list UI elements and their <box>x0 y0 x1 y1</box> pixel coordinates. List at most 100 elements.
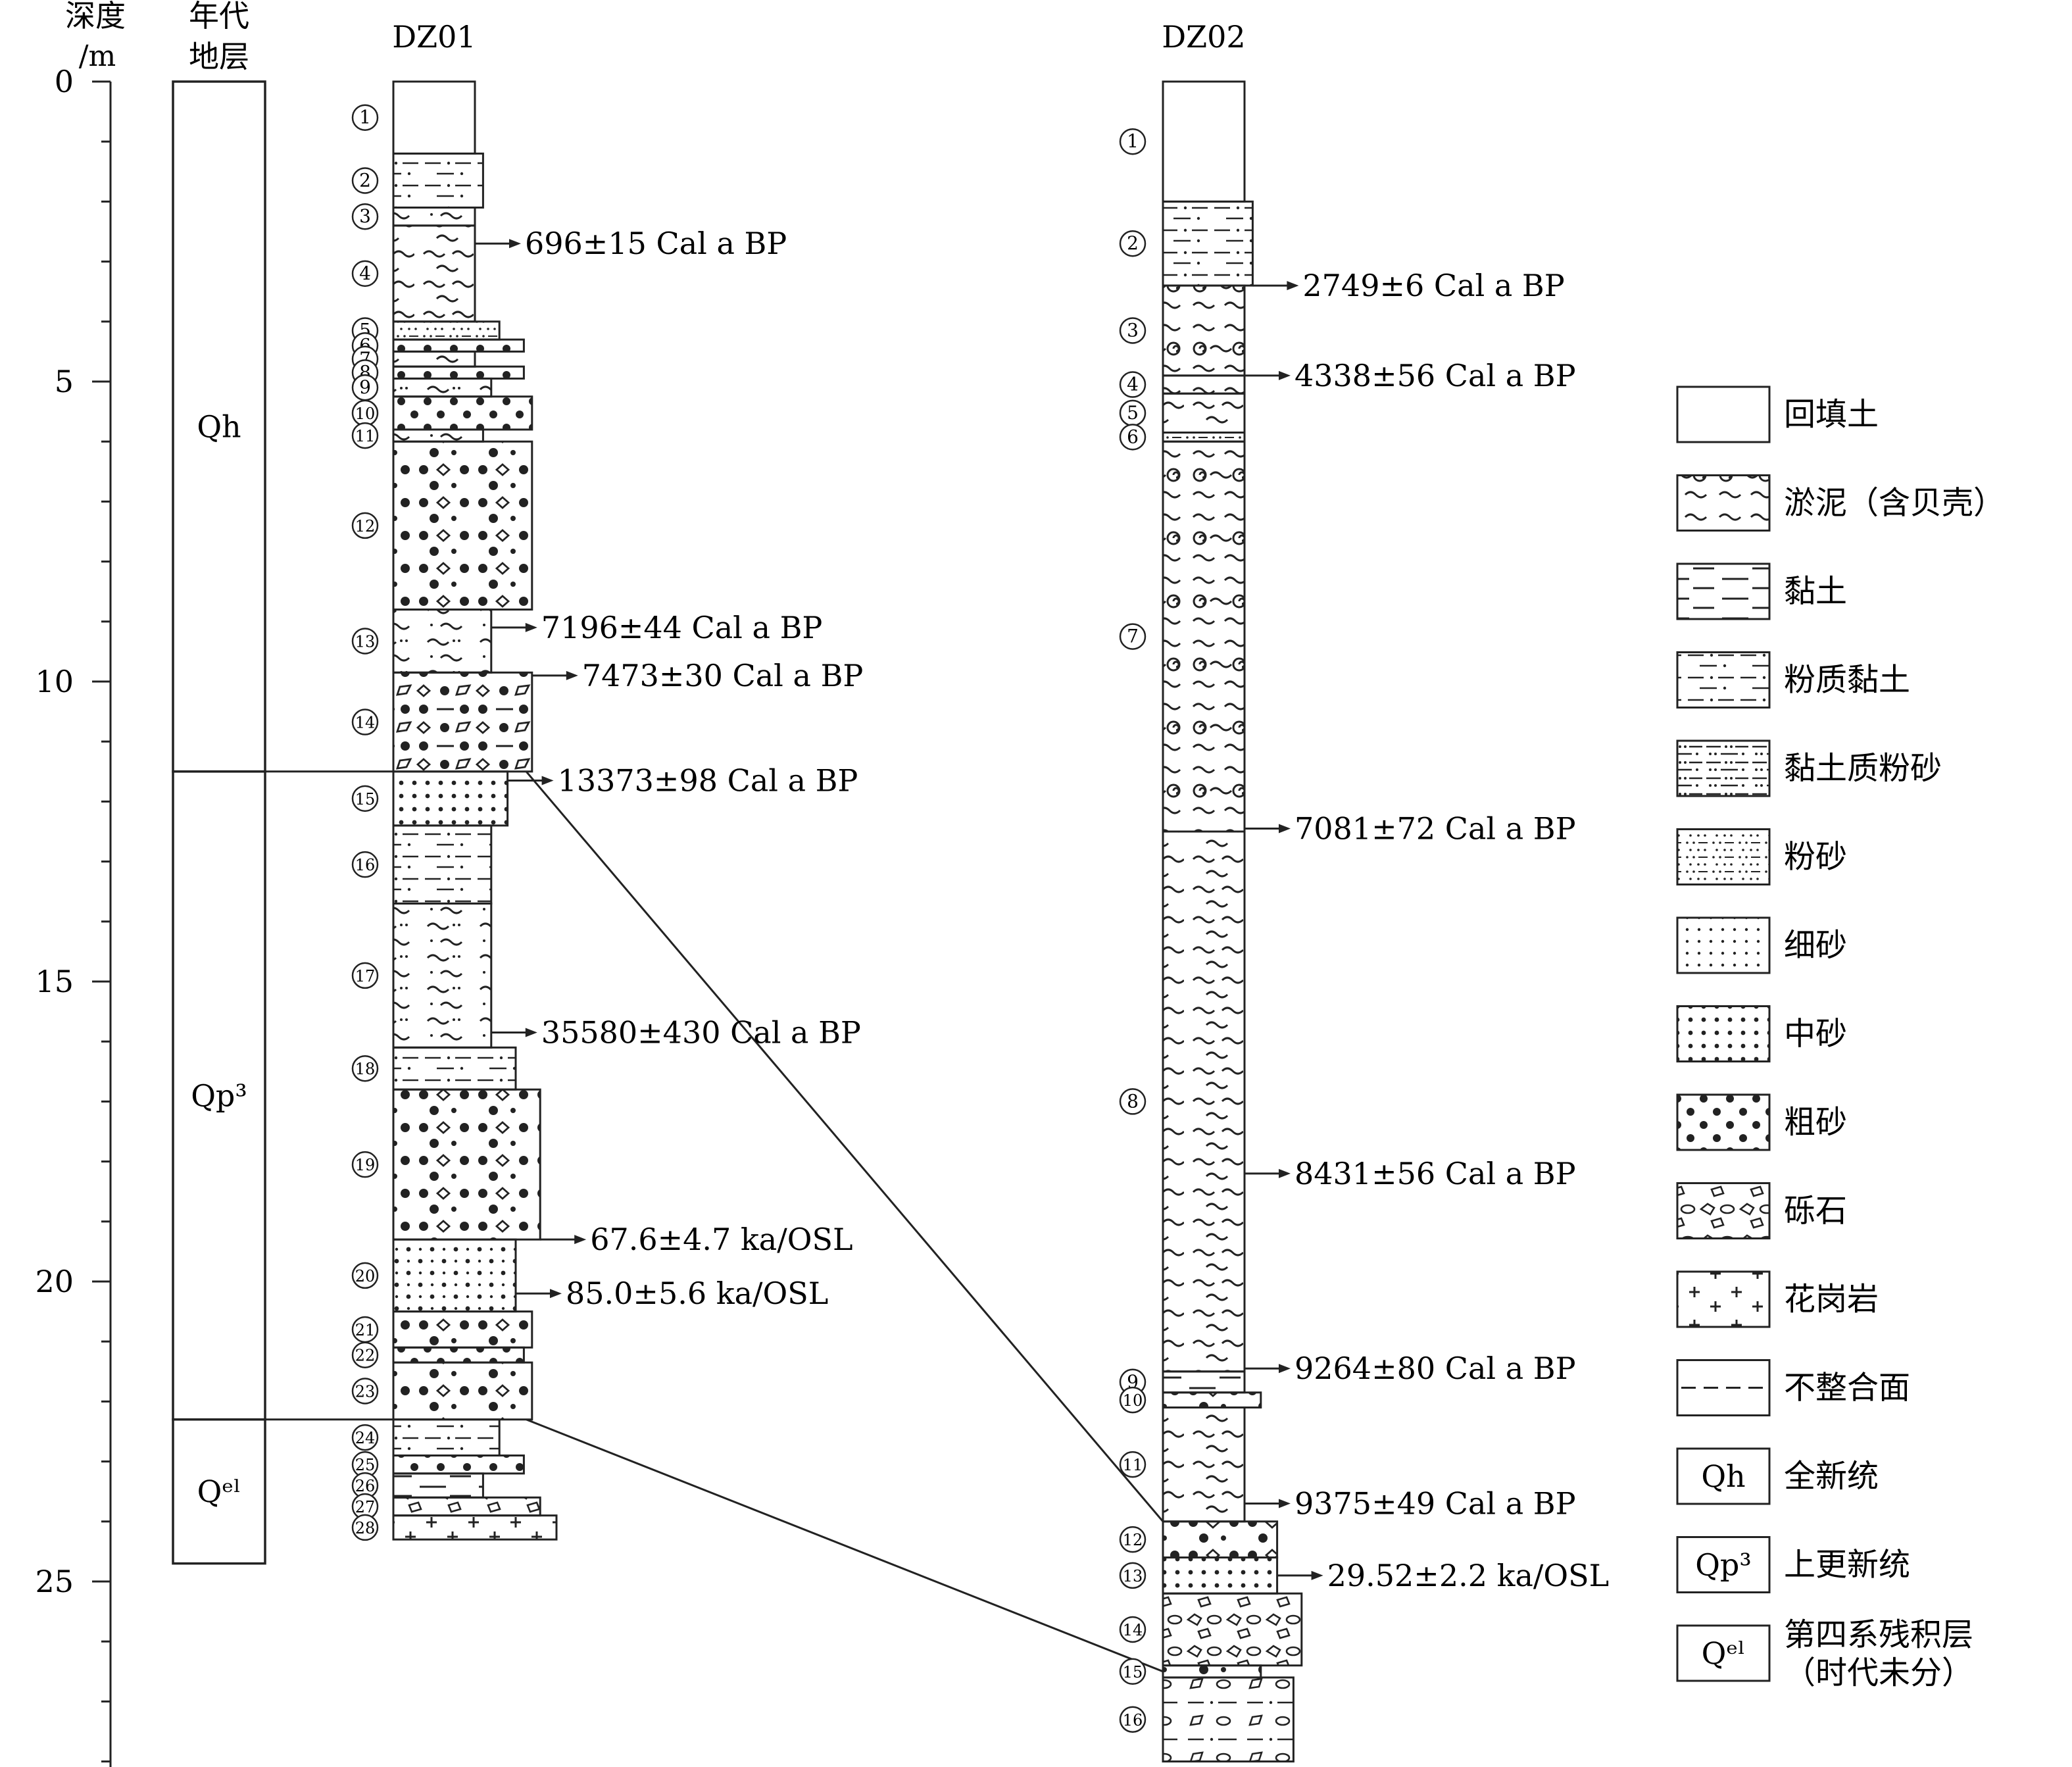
dz02-layer <box>1162 374 1246 395</box>
dz02-date-arrow <box>1279 1364 1291 1374</box>
dz01-layer-number: 12 <box>355 517 376 535</box>
dz01-layer <box>392 1472 484 1499</box>
dz01-layer <box>392 671 533 773</box>
dz02-layer-number-circle <box>1119 230 1147 257</box>
dz01-date-label: 7196±44 Cal a BP <box>541 610 823 645</box>
dz01-layer-number: 17 <box>355 967 376 985</box>
dz01-layer <box>392 1361 533 1421</box>
dz01-layer <box>392 152 484 209</box>
dz02-date-arrow <box>1287 281 1299 291</box>
depth-tick-label: 5 <box>55 364 74 399</box>
dz02-layer-number-circle <box>1119 1386 1147 1414</box>
correlation-line <box>525 770 1164 1522</box>
dz01-date-label: 696±15 Cal a BP <box>525 226 787 261</box>
dz01-layer-number: 24 <box>355 1429 376 1447</box>
dz02-layer <box>1162 830 1246 1373</box>
dz02-layer-number-circle <box>1119 623 1147 650</box>
dz02-layer-number: 7 <box>1127 626 1139 647</box>
dz01-date-label: 67.6±4.7 ka/OSL <box>590 1222 852 1257</box>
dz01-date-arrow <box>509 239 521 249</box>
dz01-layer <box>392 1514 558 1541</box>
dz01-layer-number: 14 <box>355 714 376 732</box>
dz02-layer <box>1162 80 1246 203</box>
dz02-layer <box>1162 1592 1303 1667</box>
dz02-layer-number-circle <box>1119 424 1147 451</box>
strat-unit-label: Qp³ <box>191 1078 247 1113</box>
correlation-line <box>526 1418 1164 1673</box>
dz02-date-label: 4338±56 Cal a BP <box>1295 358 1576 393</box>
dz01-layer <box>392 377 493 398</box>
dz01-layer-number: 26 <box>355 1477 376 1495</box>
dz01-layer-number-circle <box>351 1514 379 1541</box>
dz02-date-arrow <box>1279 1499 1291 1508</box>
legend-swatch-mud-shell <box>1676 474 1771 532</box>
dz02-layer-number: 3 <box>1127 319 1139 341</box>
dz01-layer-number-circle <box>351 104 379 131</box>
dz01-layer-number: 11 <box>355 427 376 445</box>
legend-swatch-medium-sand <box>1676 1005 1771 1062</box>
depth-axis-unit: /m <box>79 39 116 73</box>
depth-tick-label: 25 <box>35 1564 74 1599</box>
legend-label: 黏土质粉砂 <box>1784 750 1942 787</box>
dz01-date-arrow <box>541 776 554 785</box>
dz01-layer <box>392 1238 517 1313</box>
legend-label: 淤泥（含贝壳） <box>1784 485 2005 522</box>
dz02-layer-number: 13 <box>1123 1567 1143 1585</box>
dz01-layer <box>392 1310 533 1349</box>
dz01-layer <box>392 1496 541 1517</box>
dz01-layer-number-circle <box>351 851 379 878</box>
dz01-layer-number-circle <box>351 512 379 539</box>
dz01-layer-number: 15 <box>355 790 376 809</box>
strat-header-line2: 地层 <box>189 39 249 74</box>
dz01-layer-number-circle <box>351 1055 379 1082</box>
legend-label: 中砂 <box>1784 1016 1847 1053</box>
dz01-date-label: 7473±30 Cal a BP <box>582 658 864 693</box>
legend-label: 砾石 <box>1784 1193 1847 1230</box>
dz01-date-label: 85.0±5.6 ka/OSL <box>566 1276 828 1311</box>
dz02-layer-number: 15 <box>1123 1663 1143 1681</box>
dz01-layer-number: 18 <box>355 1060 376 1078</box>
dz02-layer <box>1162 1520 1279 1559</box>
dz02-date-label: 8431±56 Cal a BP <box>1295 1156 1576 1191</box>
dz02-layer-number: 11 <box>1123 1456 1143 1474</box>
legend-label: 粗砂 <box>1784 1104 1847 1141</box>
depth-tick-label: 20 <box>35 1264 74 1299</box>
dz02-layer-number: 14 <box>1123 1621 1143 1639</box>
dz01-layer <box>392 1088 541 1241</box>
legend-swatch-clayey-silt <box>1676 739 1771 797</box>
dz01-layer <box>392 1418 501 1456</box>
legend-label: 上更新统 <box>1784 1547 1910 1583</box>
dz02-layer <box>1162 1664 1262 1679</box>
legend-swatch-clay <box>1676 562 1771 620</box>
dz01-date-arrow <box>566 670 578 680</box>
dz01-layer-number: 27 <box>355 1498 376 1516</box>
dz01-layer-number: 4 <box>359 262 371 284</box>
dz01-layer-number-circle <box>351 962 379 989</box>
dz01-layer-number: 19 <box>355 1156 376 1174</box>
dz02-layer-number: 1 <box>1127 130 1139 152</box>
dz01-layer <box>392 902 493 1049</box>
dz02-layer <box>1162 1676 1295 1763</box>
dz01-layer <box>392 338 525 353</box>
strat-header-line1: 年代 <box>189 0 249 34</box>
dz01-layer <box>392 1046 517 1091</box>
legend-swatch-text <box>1676 1447 1771 1505</box>
dz01-layer <box>392 440 533 611</box>
dz02-date-arrow <box>1279 1168 1291 1178</box>
legend-swatch-silty-clay <box>1676 651 1771 709</box>
legend-label: 全新统 <box>1784 1458 1879 1495</box>
legend-label: 不整合面 <box>1784 1370 1910 1406</box>
dz01-layer <box>392 1454 525 1475</box>
legend-swatch-backfill <box>1676 386 1771 443</box>
strat-unit-box <box>172 80 266 773</box>
legend-label: 粉质黏土 <box>1784 662 1910 699</box>
dz02-layer <box>1162 432 1246 443</box>
legend-label: 细砂 <box>1784 927 1847 964</box>
legend-swatch-fine-sand <box>1676 916 1771 974</box>
dz02-layer-number-circle <box>1119 1616 1147 1643</box>
dz02-date-label: 2749±6 Cal a BP <box>1302 268 1564 303</box>
strat-unit-box <box>172 1418 266 1565</box>
dz02-layer-number-circle <box>1119 128 1147 155</box>
dz01-layer-number: 16 <box>355 856 376 874</box>
legend-swatch-gravel <box>1676 1182 1771 1239</box>
